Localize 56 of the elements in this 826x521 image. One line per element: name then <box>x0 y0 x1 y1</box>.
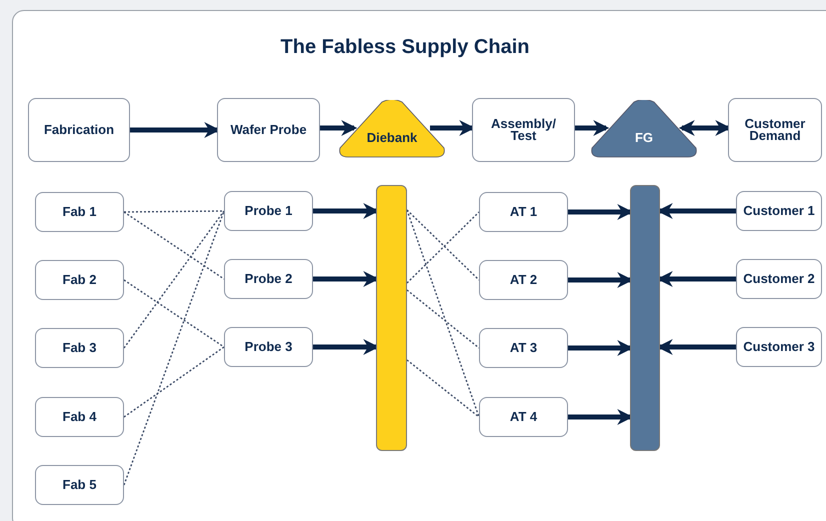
process-box <box>224 191 313 231</box>
process-box <box>479 260 568 300</box>
node-label: Customer 3 <box>742 340 816 354</box>
process-box <box>35 260 124 300</box>
node-label: AT 1 <box>508 206 538 218</box>
inventory-bar <box>630 185 660 451</box>
node-label: Assembly/ Test <box>490 118 558 142</box>
process-box <box>224 259 313 299</box>
node-label: Customer 2 <box>742 272 816 286</box>
process-box <box>479 397 568 437</box>
node-label: AT 4 <box>508 410 538 424</box>
node-label: Probe 3 <box>244 340 294 354</box>
node-label: Fab 2 <box>62 274 98 286</box>
diagram-title: The Fabless Supply Chain <box>280 35 530 60</box>
node-label: AT 2 <box>508 274 538 286</box>
node-label: Diebank <box>366 132 418 144</box>
process-box <box>217 98 320 162</box>
dotted-line <box>123 210 225 348</box>
node-label: Wafer Probe <box>229 124 308 136</box>
arrow <box>575 120 610 136</box>
node-label: Fab 4 <box>62 410 98 424</box>
dotted-line <box>124 279 224 348</box>
node-label: Probe 2 <box>244 272 294 286</box>
process-box <box>736 259 822 299</box>
node-label: Fabrication <box>42 124 116 136</box>
process-box <box>35 397 124 437</box>
node-label: AT 3 <box>508 342 538 354</box>
dotted-line <box>124 346 224 418</box>
dotted-line <box>124 211 224 280</box>
process-box <box>479 192 568 232</box>
process-box <box>35 328 124 368</box>
process-box <box>728 98 822 162</box>
process-box <box>224 327 313 367</box>
process-box <box>35 465 124 505</box>
process-box <box>736 327 822 367</box>
dotted-line <box>123 210 225 486</box>
node-label: Fab 5 <box>62 478 98 492</box>
stage-triangle <box>339 100 445 158</box>
dotted-line <box>124 210 224 213</box>
node-label: Customer Demand <box>744 118 806 142</box>
dotted-line <box>406 359 480 418</box>
process-box <box>472 98 575 162</box>
process-box <box>35 192 124 232</box>
dotted-line <box>406 289 480 349</box>
node-label: Fab 1 <box>62 206 98 218</box>
node-label: Probe 1 <box>244 204 294 218</box>
process-box <box>479 328 568 368</box>
inventory-bar <box>376 185 407 451</box>
process-box <box>736 191 822 231</box>
node-label: Fab 3 <box>62 342 98 354</box>
arrow <box>320 120 358 136</box>
dotted-line <box>406 210 480 418</box>
process-box <box>28 98 130 162</box>
node-label: Customer 1 <box>742 204 816 218</box>
stage-triangle <box>591 100 697 158</box>
node-label: FG <box>634 132 654 144</box>
